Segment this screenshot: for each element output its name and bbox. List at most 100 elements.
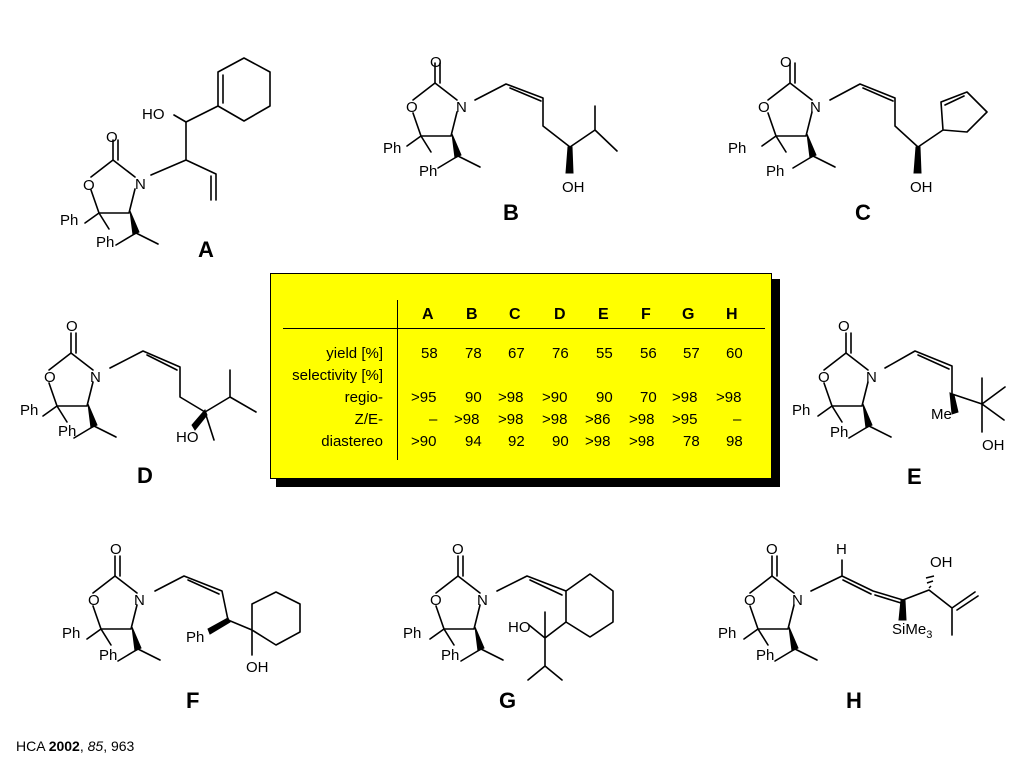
atom-o: O <box>110 541 122 558</box>
table-cell: 58 <box>421 345 438 362</box>
atom-oh: OH <box>910 179 933 196</box>
citation-journal: HCA <box>16 738 45 754</box>
citation: HCA 2002, 85, 963 <box>16 738 135 754</box>
atom-ph: Ph <box>62 625 80 642</box>
table-cell: >98 <box>542 411 568 428</box>
atom-o: O <box>758 99 770 116</box>
table-cell: >90 <box>542 389 568 406</box>
atom-n: N <box>866 369 877 386</box>
col-header-c: C <box>509 306 521 323</box>
table-cell: 98 <box>726 433 743 450</box>
atom-o: O <box>106 129 118 146</box>
table-cell: 67 <box>508 345 525 362</box>
table-cell: >95 <box>672 411 698 428</box>
atom-o: O <box>838 318 850 335</box>
atom-me: Me <box>931 406 952 423</box>
atom-o: O <box>818 369 830 386</box>
atom-o: O <box>83 177 95 194</box>
compound-h-structure: O N O Ph Ph H OH SiMe3 <box>718 541 979 664</box>
table-cell: 70 <box>640 389 657 406</box>
compound-label-f: F <box>186 688 199 713</box>
atom-n: N <box>456 99 467 116</box>
atom-o: O <box>780 54 792 71</box>
atom-n: N <box>135 176 146 193</box>
atom-ph: Ph <box>186 629 204 646</box>
atom-o: O <box>452 541 464 558</box>
atom-sime3: SiMe3 <box>892 621 932 641</box>
compound-label-g: G <box>499 688 516 713</box>
compound-label-e: E <box>907 464 922 489</box>
table-cell: 76 <box>552 345 569 362</box>
table-cell: 94 <box>465 433 482 450</box>
atom-ph: Ph <box>766 163 784 180</box>
atom-ph: Ph <box>58 423 76 440</box>
atom-ph: Ph <box>96 234 114 251</box>
row-label-ze: Z/E- <box>354 411 383 428</box>
atom-h: H <box>836 541 847 558</box>
table-cell: >90 <box>411 433 437 450</box>
atom-o: O <box>744 592 756 609</box>
col-header-f: F <box>641 306 651 323</box>
citation-pages: 963 <box>110 738 135 754</box>
atom-n: N <box>792 592 803 609</box>
col-header-d: D <box>554 306 566 323</box>
atom-ph: Ph <box>20 402 38 419</box>
row-label-selectivity: selectivity [%] <box>292 367 383 384</box>
table-cell: 60 <box>726 345 743 362</box>
compound-b-structure: O N O Ph Ph OH <box>383 54 618 196</box>
atom-o: O <box>430 592 442 609</box>
atom-ph: Ph <box>403 625 421 642</box>
table-cell: 56 <box>640 345 657 362</box>
atom-n: N <box>477 592 488 609</box>
table-cell: 92 <box>508 433 525 450</box>
table-cell: – <box>733 411 742 428</box>
col-header-a: A <box>422 306 434 323</box>
atom-o: O <box>66 318 78 335</box>
atom-ph: Ph <box>383 140 401 157</box>
row-label-yield: yield [%] <box>326 345 383 362</box>
row-label-diastereo: diastereo <box>321 433 383 450</box>
table-cell: >98 <box>498 389 524 406</box>
table-divider-horizontal <box>283 328 765 329</box>
compound-g-structure: O N O Ph Ph HO <box>403 541 614 681</box>
atom-oh: OH <box>930 554 953 571</box>
atom-o: O <box>766 541 778 558</box>
atom-n: N <box>134 592 145 609</box>
atom-ph: Ph <box>728 140 746 157</box>
atom-oh: OH <box>982 437 1005 454</box>
col-header-e: E <box>598 306 609 323</box>
atom-ph: Ph <box>60 212 78 229</box>
table-cell: 78 <box>465 345 482 362</box>
atom-o: O <box>406 99 418 116</box>
table-cell: >98 <box>716 389 742 406</box>
table-cell: 57 <box>683 345 700 362</box>
table-cell: 90 <box>465 389 482 406</box>
table-cell: >98 <box>672 389 698 406</box>
atom-ph: Ph <box>756 647 774 664</box>
col-header-h: H <box>726 306 738 323</box>
atom-oh: OH <box>246 659 269 676</box>
atom-ph: Ph <box>441 647 459 664</box>
table-divider-vertical <box>397 300 398 460</box>
table-cell: >86 <box>585 411 611 428</box>
compound-label-d: D <box>137 463 153 488</box>
atom-o: O <box>430 54 442 71</box>
atom-ph: Ph <box>830 424 848 441</box>
citation-volume: 85 <box>87 738 104 754</box>
atom-o: O <box>88 592 100 609</box>
table-cell: 55 <box>596 345 613 362</box>
results-table: A B C D E F G H yield [%] selectivity [%… <box>270 273 772 479</box>
table-cell: >98 <box>454 411 480 428</box>
table-cell: 78 <box>683 433 700 450</box>
table-cell: 90 <box>552 433 569 450</box>
citation-year: 2002 <box>48 738 80 754</box>
table-cell: >98 <box>498 411 524 428</box>
compound-label-b: B <box>503 200 519 225</box>
compound-d-structure: O N O Ph Ph HO <box>20 318 257 446</box>
compound-a-structure: O N O Ph Ph HO <box>60 57 271 251</box>
table-cell: – <box>429 411 438 428</box>
atom-n: N <box>810 99 821 116</box>
table-cell: >98 <box>585 433 611 450</box>
col-header-b: B <box>466 306 478 323</box>
